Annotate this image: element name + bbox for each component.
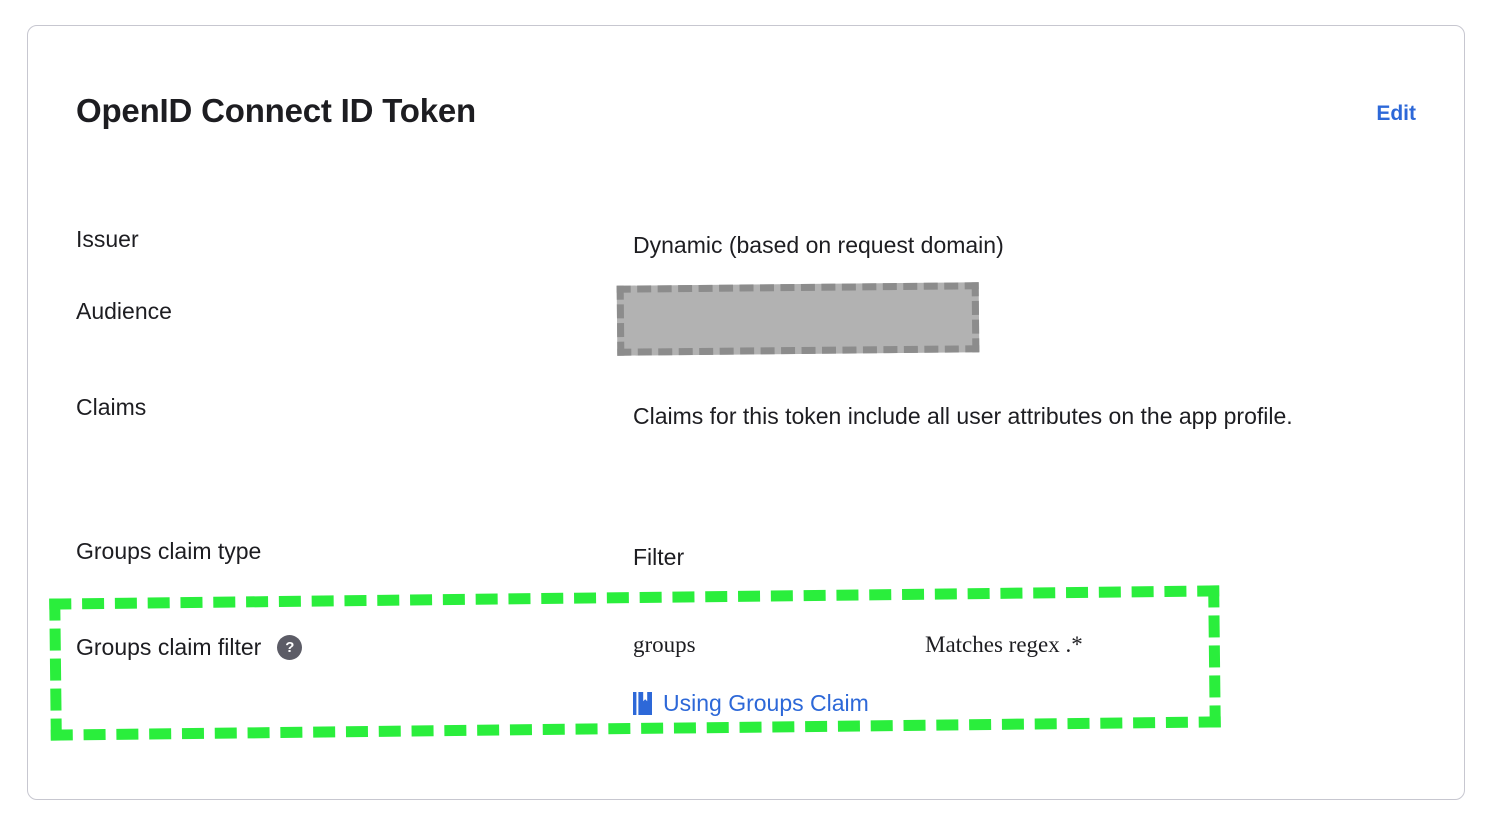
row-groups-claim-type: Groups claim type Filter: [76, 536, 1424, 578]
groups-claim-filter-value: groups Matches regex .* Using Groups Cla…: [633, 632, 1424, 720]
issuer-value: Dynamic (based on request domain): [633, 232, 1004, 258]
row-label-claims: Claims: [76, 392, 633, 422]
page-title: OpenID Connect ID Token: [76, 92, 476, 129]
openid-connect-id-token-card: OpenID Connect ID Token Edit Issuer Dyna…: [27, 25, 1465, 800]
groups-claim-type-value: Filter: [633, 544, 685, 570]
groups-claim-filter-label: Groups claim filter: [76, 634, 262, 660]
using-groups-claim-link[interactable]: Using Groups Claim: [633, 690, 869, 717]
help-question-icon[interactable]: ?: [277, 634, 303, 660]
groups-claim-type-label: Groups claim type: [76, 538, 262, 564]
row-claims: Claims Claims for this token include all…: [76, 392, 1424, 440]
book-icon: [633, 692, 652, 715]
row-label-groups-claim-filter: Groups claim filter ?: [76, 632, 633, 662]
claims-value: Claims for this token include all user a…: [633, 403, 1293, 429]
row-label-audience: Audience: [76, 296, 633, 326]
edit-button[interactable]: Edit: [1376, 102, 1416, 125]
issuer-label: Issuer: [76, 226, 139, 252]
groups-claim-match-rule: Matches regex .*: [925, 632, 1083, 657]
groups-claim-name: groups: [633, 632, 696, 657]
redacted-audience-box: [616, 282, 980, 356]
claims-label: Claims: [76, 394, 147, 420]
row-label-issuer: Issuer: [76, 224, 633, 254]
groups-claim-filter-line: groups Matches regex .*: [633, 632, 1424, 674]
audience-label: Audience: [76, 298, 172, 324]
using-groups-claim-link-label: Using Groups Claim: [663, 690, 869, 716]
row-audience: Audience: [76, 282, 1424, 356]
card-header: OpenID Connect ID Token Edit: [28, 26, 1464, 144]
row-groups-claim-filter: Groups claim filter ? groups Matches reg…: [76, 632, 1424, 720]
property-list: Issuer Dynamic (based on request domain)…: [28, 26, 1464, 799]
row-issuer: Issuer Dynamic (based on request domain): [76, 224, 1424, 266]
audience-value: [616, 282, 1424, 356]
row-label-groups-claim-type: Groups claim type: [76, 536, 633, 566]
